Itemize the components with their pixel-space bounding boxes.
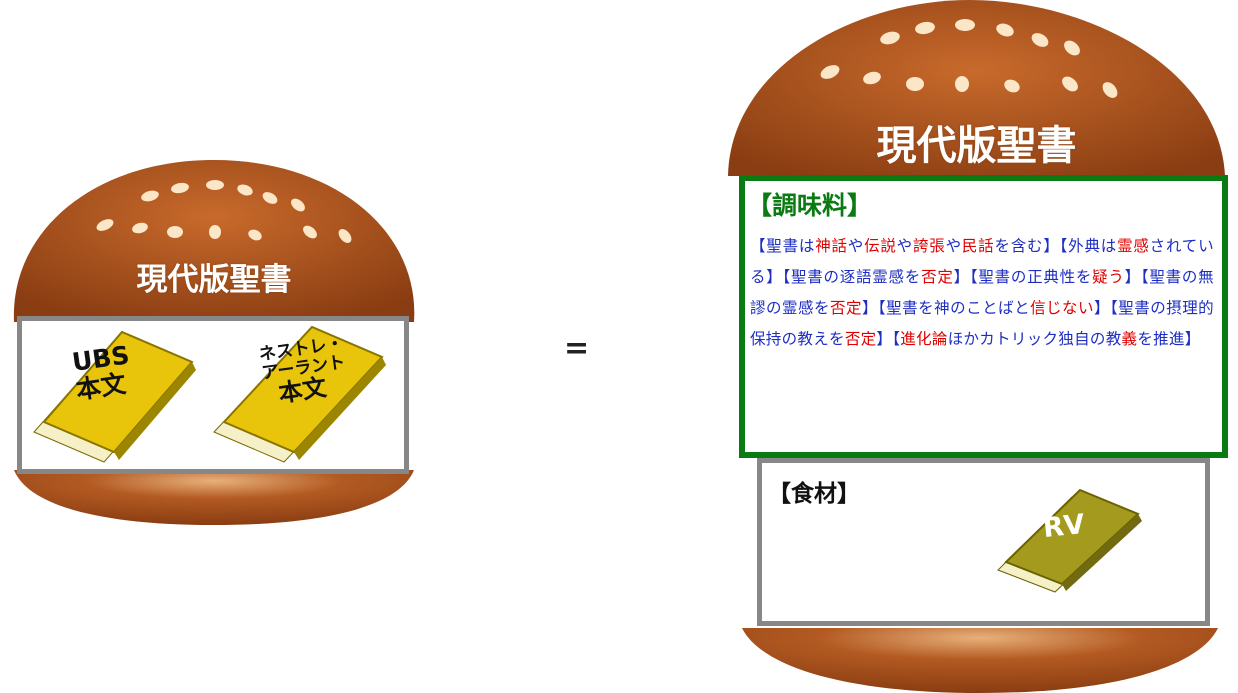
seasoning-segment: 誇張 <box>912 237 946 255</box>
seasoning-segment: や <box>896 237 913 255</box>
right-sesame-seeds <box>820 19 1118 98</box>
seasoning-segment: 霊感 <box>1117 237 1150 255</box>
left-bun-graphic <box>13 160 415 525</box>
seasoning-segment: 】【聖書の無謬の霊感を <box>750 268 1214 317</box>
right-bottom-bun <box>742 628 1218 693</box>
right-top-bun <box>728 0 1225 176</box>
book-icon <box>33 330 196 463</box>
seasoning-frame <box>739 175 1228 458</box>
ingredient-frame <box>757 458 1210 626</box>
seasoning-segment: や <box>945 237 962 255</box>
seasoning-segment: を含む】【外典は <box>994 237 1118 255</box>
left-bun-title: 現代版聖書 <box>136 262 292 298</box>
seasoning-segment: 疑う <box>1092 268 1125 286</box>
seasoning-segment: 】【聖書の正典性を <box>953 268 1093 286</box>
seasoning-segment: を推進】 <box>1137 330 1201 348</box>
seasoning-segment: ほかカトリック独自の教 <box>947 330 1122 348</box>
seasoning-segment: や <box>847 237 865 255</box>
left-sesame-seeds <box>96 180 352 243</box>
book-label: UBS 本文 <box>70 340 134 404</box>
book-icon <box>213 325 386 463</box>
seasoning-segment: 否定 <box>829 299 862 317</box>
seasoning-segment: 民話 <box>961 237 995 255</box>
equals-sign: = <box>564 331 590 366</box>
right-bun-title: 現代版聖書 <box>876 123 1077 169</box>
seasoning-heading: 【調味料】 <box>747 191 873 220</box>
seasoning-segment: 】【聖書を神のことばと <box>861 299 1031 317</box>
seasoning-segment: 否定 <box>844 330 877 348</box>
seasoning-segment: されている】【聖書の逐語霊感を <box>750 237 1214 286</box>
seasoning-segment: 【聖書は <box>750 237 816 255</box>
seasoning-text: 【聖書は神話や伝説や誇張や民話を含む】【外典は霊感されている】【聖書の逐語霊感を… <box>750 231 1214 355</box>
book-label: RV <box>1041 508 1087 545</box>
book-icon <box>997 488 1142 593</box>
seasoning-segment: 進化論 <box>900 330 948 348</box>
seasoning-segment: 信じない <box>1030 299 1095 317</box>
seasoning-segment: 神話 <box>815 237 848 255</box>
seasoning-segment: 】【聖書の摂理的保持の教えを <box>750 299 1214 348</box>
seasoning-segment: 否定 <box>921 268 954 286</box>
left-bottom-bun <box>14 470 414 525</box>
left-top-bun <box>13 160 415 322</box>
seasoning-segment: 義 <box>1121 330 1138 348</box>
seasoning-segment: 伝説 <box>864 237 897 255</box>
seasoning-segment: 】【 <box>876 330 901 348</box>
right-bun-graphic <box>728 0 1225 693</box>
book-label: ネストレ・ アーラント 本文 <box>258 333 351 409</box>
ingredient-heading: 【食材】 <box>768 480 860 507</box>
